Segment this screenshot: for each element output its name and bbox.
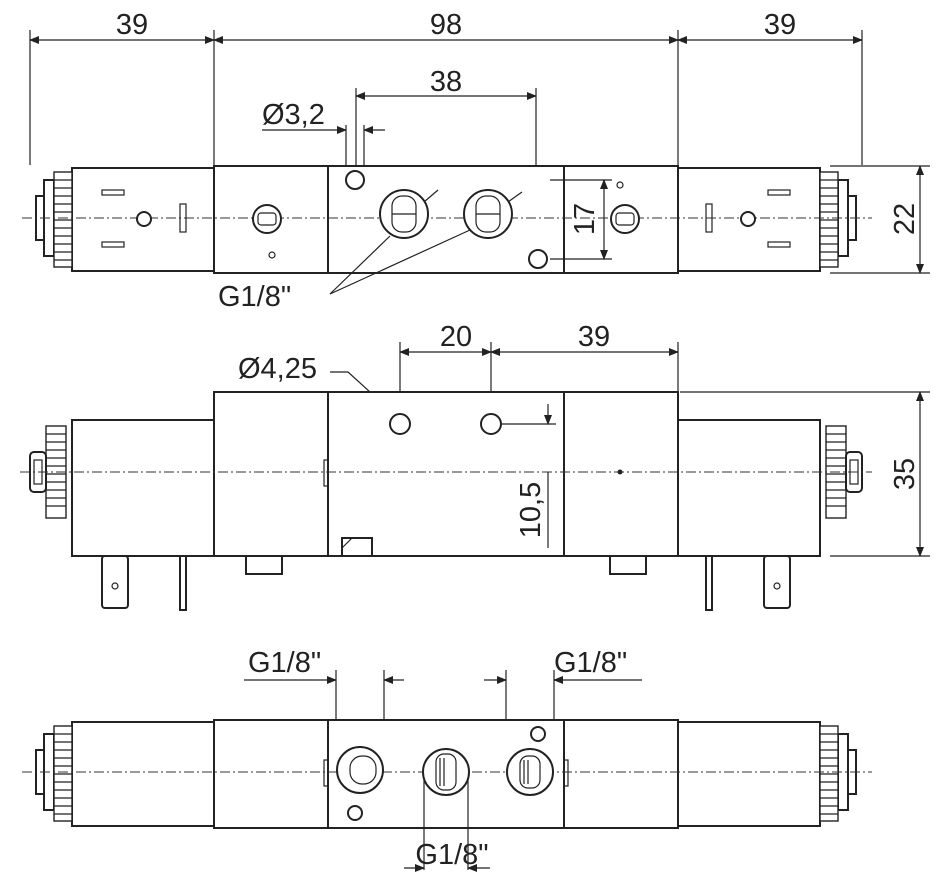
right-coil-screw-icon — [740, 211, 756, 227]
front-mounting-hole-2 — [480, 413, 502, 435]
dim-height-front-label: 35 — [889, 458, 921, 490]
front-left-foot — [245, 555, 283, 575]
bottom-mounting-hole-1 — [347, 805, 363, 821]
dim-middle-label: 98 — [430, 9, 462, 41]
left-coil-terminals — [101, 555, 187, 611]
front-mounting-hole-1 — [389, 413, 411, 435]
dim-hole-offset-label: 39 — [578, 321, 610, 353]
front-left-end-cap — [213, 391, 329, 557]
bottom-port-right-label: G1/8" — [554, 647, 627, 679]
bottom-left-end-cap — [213, 719, 329, 829]
bottom-port-left-label: G1/8" — [248, 647, 321, 679]
dim-port-spacing-label: 38 — [430, 66, 462, 98]
front-right-coil — [677, 419, 821, 557]
bottom-right-end-cap — [563, 719, 679, 829]
dim-front-hole-diameter-label: Ø4,25 — [238, 353, 317, 385]
bottom-left-knurled-nut — [35, 725, 73, 822]
bottom-right-coil — [677, 721, 821, 827]
bottom-port-1 — [336, 746, 384, 794]
bottom-view: G1/8" G1/8" — [22, 647, 872, 872]
dim-left-label: 39 — [116, 9, 148, 41]
front-right-foot — [609, 555, 647, 575]
dim-port-depth-label: 17 — [569, 203, 601, 235]
left-coil-screw-icon — [136, 211, 152, 227]
right-coil-terminals — [705, 555, 791, 611]
bottom-port-center-label: G1/8" — [415, 839, 488, 871]
right-knurled-nut — [819, 171, 857, 268]
right-manual-override-icon — [610, 204, 640, 234]
top-port-2 — [463, 189, 513, 239]
dim-right-label: 39 — [764, 9, 796, 41]
top-mounting-hole-2 — [528, 249, 548, 269]
top-port-thread-label: G1/8" — [218, 281, 291, 313]
bottom-port-3 — [506, 748, 554, 796]
top-view: 39 98 39 38 Ø3,2 — [22, 9, 930, 313]
bottom-mounting-hole-2 — [530, 726, 546, 742]
dim-height-top-label: 22 — [889, 203, 921, 235]
left-knurled-nut — [35, 171, 73, 268]
valve-body — [327, 165, 565, 274]
bottom-port-2 — [422, 748, 470, 796]
bottom-right-knurled-nut — [819, 725, 857, 822]
bottom-left-coil — [71, 721, 215, 827]
front-view: 20 39 Ø4,25 — [20, 321, 930, 611]
top-mounting-hole-1 — [345, 170, 365, 190]
front-valve-body — [327, 391, 565, 557]
left-manual-override-icon — [252, 204, 282, 234]
dim-hole-diameter-label: Ø3,2 — [262, 99, 325, 131]
dim-hole-spacing-label: 20 — [440, 321, 472, 353]
front-left-coil — [71, 419, 215, 557]
dim-hole-height-label: 10,5 — [515, 482, 547, 538]
top-port-1 — [379, 189, 429, 239]
